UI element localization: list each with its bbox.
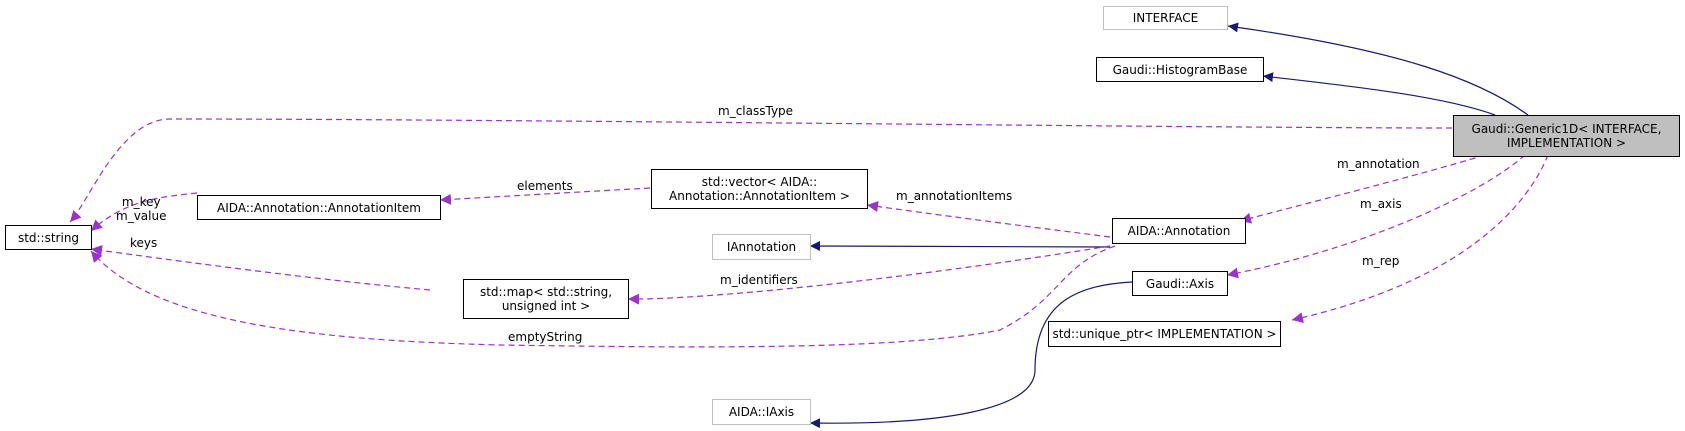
node-std-string[interactable]: std::string: [5, 225, 92, 250]
label-m-identifiers: m_identifiers: [720, 273, 798, 287]
node-aida-iaxis[interactable]: AIDA::IAxis: [712, 399, 811, 425]
edge-m-rep: [1291, 154, 1549, 323]
label-elements: elements: [517, 179, 573, 193]
label-m-annotation-items: m_annotationItems: [896, 189, 1013, 203]
edge-elements: [439, 187, 651, 205]
edge-keys: [90, 245, 431, 291]
node-gaudi-axis[interactable]: Gaudi::Axis: [1132, 271, 1228, 296]
edge-annotation-to-iannotation: [809, 241, 1111, 252]
edge-key-value: [90, 192, 198, 232]
edge-empty-string: [90, 245, 1116, 348]
node-histogram-base[interactable]: Gaudi::HistogramBase: [1096, 57, 1264, 82]
node-interface[interactable]: INTERFACE: [1103, 6, 1228, 30]
label-keys: keys: [130, 236, 158, 250]
node-unique-ptr-impl[interactable]: std::unique_ptr< IMPLEMENTATION >: [1048, 321, 1281, 347]
label-empty-string: emptyString: [508, 330, 583, 344]
node-iannotation[interactable]: IAnnotation: [712, 234, 811, 260]
edge-m-annotation-items: [866, 201, 1111, 238]
label-m-axis: m_axis: [1360, 197, 1402, 211]
label-m-annotation: m_annotation: [1337, 157, 1420, 171]
label-m-key-value: m_key m_value: [116, 195, 167, 223]
node-annotation-item[interactable]: AIDA::Annotation::AnnotationItem: [197, 195, 441, 220]
edge-axis-to-iaxis: [809, 281, 1133, 429]
edge-m-axis: [1226, 154, 1526, 279]
edge-generic1d-to-interface: [1227, 22, 1529, 116]
node-vector-annotation-item[interactable]: std::vector< AIDA:: Annotation::Annotati…: [651, 169, 868, 209]
node-generic1d[interactable]: Gaudi::Generic1D< INTERFACE, IMPLEMENTAT…: [1453, 115, 1680, 157]
node-map-string-uint[interactable]: std::map< std::string, unsigned int >: [463, 279, 629, 319]
node-aida-annotation[interactable]: AIDA::Annotation: [1112, 218, 1246, 244]
edge-classtype: [69, 118, 1453, 223]
edge-generic1d-to-histogram-base: [1262, 72, 1496, 116]
edge-m-identifiers: [627, 245, 1111, 305]
label-m-classtype: m_classType: [718, 104, 794, 118]
label-m-rep: m_rep: [1362, 254, 1400, 268]
